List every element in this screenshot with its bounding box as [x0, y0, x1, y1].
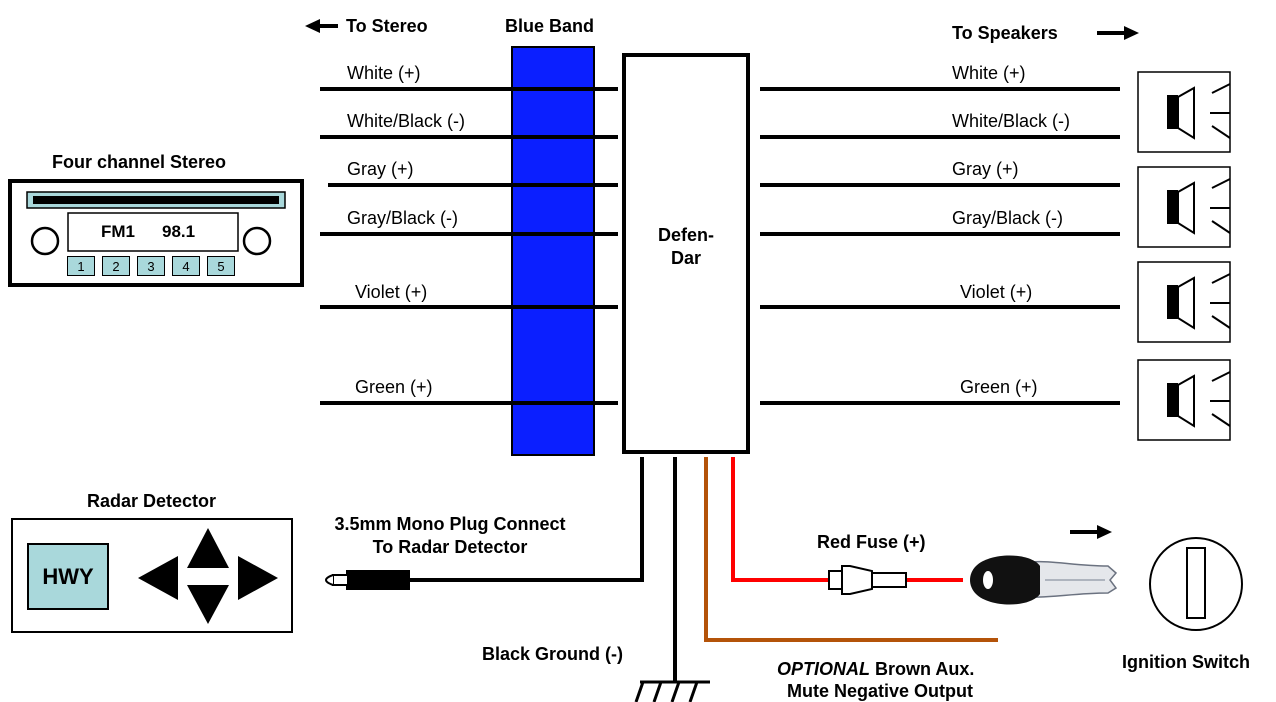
ground-symbol-icon [634, 680, 710, 702]
preset-button-5: 5 [207, 256, 235, 276]
stereo-display [67, 212, 239, 252]
arrow-left-icon [305, 19, 338, 33]
wire-label-left: Gray/Black (-) [347, 208, 459, 228]
radar-display [27, 543, 109, 610]
tuning-knob-icon [242, 226, 272, 256]
stereo-frequency: 98.1 [162, 222, 196, 241]
preset-button-3: 3 [137, 256, 165, 276]
brown-wire-label-line-1: OPTIONAL Brown Aux. [777, 659, 974, 679]
speaker-icon [1167, 190, 1178, 224]
module-label: Defen- Dar [657, 225, 714, 268]
wire-label-right: Violet (+) [960, 282, 1033, 302]
wire-label-right: Green (+) [960, 377, 1038, 397]
plug-label-line-1: 3.5mm Mono Plug Connect [334, 514, 566, 534]
ignition-label: Ignition Switch [1122, 652, 1250, 672]
wire-label-left: White (+) [347, 63, 421, 83]
wire-label-left: Gray (+) [347, 159, 414, 179]
key-icon [970, 555, 1118, 605]
ground-label: Black Ground (-) [482, 644, 624, 664]
speaker-icon [1167, 383, 1178, 417]
radar-up-arrow-icon [187, 528, 229, 568]
stereo-band: FM1 [101, 222, 135, 241]
radar-detector [11, 518, 293, 633]
wire-label-right: White/Black (-) [952, 111, 1071, 131]
arrow-right-ignition-icon [1070, 525, 1112, 539]
wire-label-right: White (+) [952, 63, 1026, 83]
right-wires [760, 87, 1120, 405]
mono-plug-icon [325, 570, 410, 590]
to-speakers-label: To Speakers [952, 23, 1058, 43]
wire-label-left: Green (+) [355, 377, 433, 397]
speaker-2 [1137, 166, 1231, 248]
blue-band-label: Blue Band [505, 16, 595, 36]
preset-button-2: 2 [102, 256, 130, 276]
radar-plug-wire [408, 457, 644, 582]
radar-right-arrow-icon [238, 556, 278, 600]
stereo-title: Four channel Stereo [52, 152, 227, 172]
wire-label-left: Violet (+) [355, 282, 428, 302]
preset-button-1: 1 [67, 256, 95, 276]
radar-display-text: HWY [42, 564, 94, 589]
radar-down-arrow-icon [187, 585, 229, 624]
wire-label-right: Gray (+) [952, 159, 1019, 179]
red-fuse-wire [731, 457, 828, 582]
arrow-right-icon [1097, 26, 1139, 40]
radar-left-arrow-icon [138, 556, 178, 600]
blue-band [511, 46, 595, 456]
speaker-icon [1167, 95, 1178, 129]
radar-title: Radar Detector [87, 491, 217, 511]
speaker-1 [1137, 71, 1231, 153]
brown-mute-wire [704, 457, 998, 642]
wire-label-left: White/Black (-) [347, 111, 466, 131]
preset-button-4: 4 [172, 256, 200, 276]
fuse-icon [828, 565, 907, 595]
defendar-module [622, 53, 750, 454]
speaker-4 [1137, 359, 1231, 441]
brown-wire-label-line-2: Mute Negative Output [787, 681, 974, 701]
left-wires [320, 87, 618, 405]
volume-knob-icon [30, 226, 60, 256]
plug-label-line-2: To Radar Detector [372, 537, 528, 557]
wire-label-right: Gray/Black (-) [952, 208, 1064, 228]
speaker-3 [1137, 261, 1231, 343]
optional-label: OPTIONAL [777, 659, 870, 679]
brown-aux-label: Brown Aux. [870, 659, 975, 679]
to-stereo-label: To Stereo [346, 16, 428, 36]
fuse-label: Red Fuse (+) [817, 532, 926, 552]
ignition-switch-icon [1149, 537, 1243, 631]
speaker-icon [1167, 285, 1178, 319]
